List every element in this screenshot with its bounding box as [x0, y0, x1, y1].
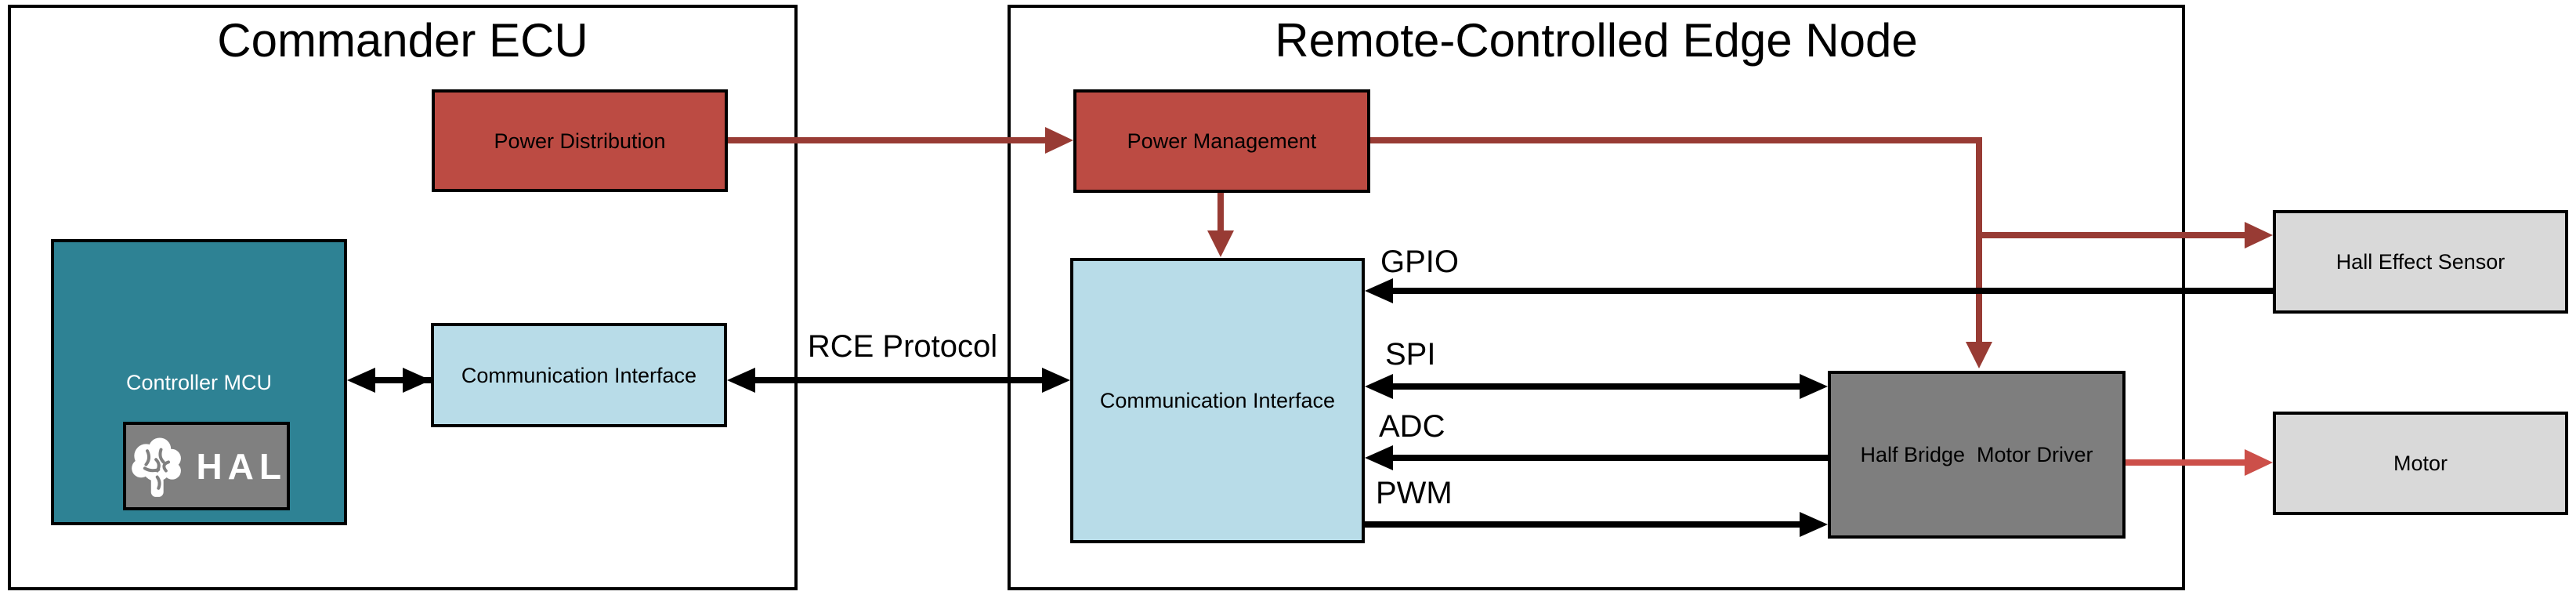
- spi-arrowhead-left: [1365, 374, 1393, 399]
- pwm-line: [1365, 521, 1806, 528]
- power-trunk-vertical: [1976, 137, 1982, 345]
- adc-label: ADC: [1379, 409, 1445, 444]
- power-management-box: Power Management: [1073, 89, 1370, 193]
- edge-node-title: Remote-Controlled Edge Node: [1275, 14, 1918, 67]
- pwm-arrowhead-right: [1800, 512, 1828, 537]
- motor-box: Motor: [2273, 412, 2568, 515]
- power-arrowhead-into-half-bridge: [1966, 342, 1992, 368]
- controller-mcu-box: Controller MCU: [51, 239, 347, 525]
- power-arrowhead-into-hall-sensor: [2245, 222, 2273, 249]
- half-bridge-motor-driver-box: Half Bridge Motor Driver: [1828, 371, 2126, 539]
- power-line-management-to-comm: [1217, 193, 1224, 237]
- motor-label: Motor: [2393, 452, 2448, 475]
- rce-arrowhead-right: [1042, 368, 1070, 393]
- spi-label: SPI: [1385, 337, 1436, 372]
- adc-line: [1385, 455, 1828, 461]
- drive-arrowhead-into-motor: [2245, 449, 2273, 476]
- hall-effect-sensor-box: Hall Effect Sensor: [2273, 210, 2568, 314]
- power-line-management-right: [1370, 137, 1982, 143]
- half-bridge-motor-driver-label: Half Bridge Motor Driver: [1860, 443, 2093, 466]
- communication-interface-commander-label: Communication Interface: [461, 363, 697, 387]
- rce-arrowhead-left: [727, 368, 755, 393]
- rce-protocol-label: RCE Protocol: [807, 329, 998, 364]
- gpio-label: GPIO: [1380, 245, 1460, 279]
- pwm-label: PWM: [1376, 476, 1453, 510]
- communication-interface-edge-box: Communication Interface: [1070, 258, 1365, 543]
- mcu-comm-arrowhead-right: [403, 368, 431, 393]
- power-line-distribution-to-management: [728, 137, 1051, 143]
- communication-interface-edge-label: Communication Interface: [1099, 389, 1336, 412]
- hal-label: HAL: [196, 445, 287, 487]
- commander-ecu-title: Commander ECU: [217, 14, 588, 67]
- drive-line-half-bridge-to-motor: [2126, 459, 2251, 466]
- communication-interface-commander-box: Communication Interface: [431, 323, 727, 427]
- power-distribution-label: Power Distribution: [494, 129, 666, 153]
- power-line-to-hall-sensor: [1976, 232, 2249, 238]
- spi-arrowhead-right: [1800, 374, 1828, 399]
- hall-effect-sensor-label: Hall Effect Sensor: [2335, 250, 2505, 274]
- mcu-comm-arrowhead-left: [347, 368, 375, 393]
- hal-badge: HAL: [123, 422, 290, 510]
- power-distribution-box: Power Distribution: [432, 89, 728, 192]
- rce-protocol-line: [746, 377, 1051, 383]
- gpio-line: [1385, 288, 2273, 294]
- controller-mcu-label: Controller MCU: [125, 371, 273, 394]
- power-arrowhead-into-comm: [1207, 230, 1234, 257]
- power-management-label: Power Management: [1127, 129, 1317, 153]
- brain-icon: [132, 437, 181, 497]
- power-arrowhead-into-management: [1045, 127, 1073, 154]
- adc-arrowhead-left: [1365, 445, 1393, 470]
- gpio-arrowhead-left: [1365, 278, 1393, 303]
- spi-line: [1385, 383, 1807, 390]
